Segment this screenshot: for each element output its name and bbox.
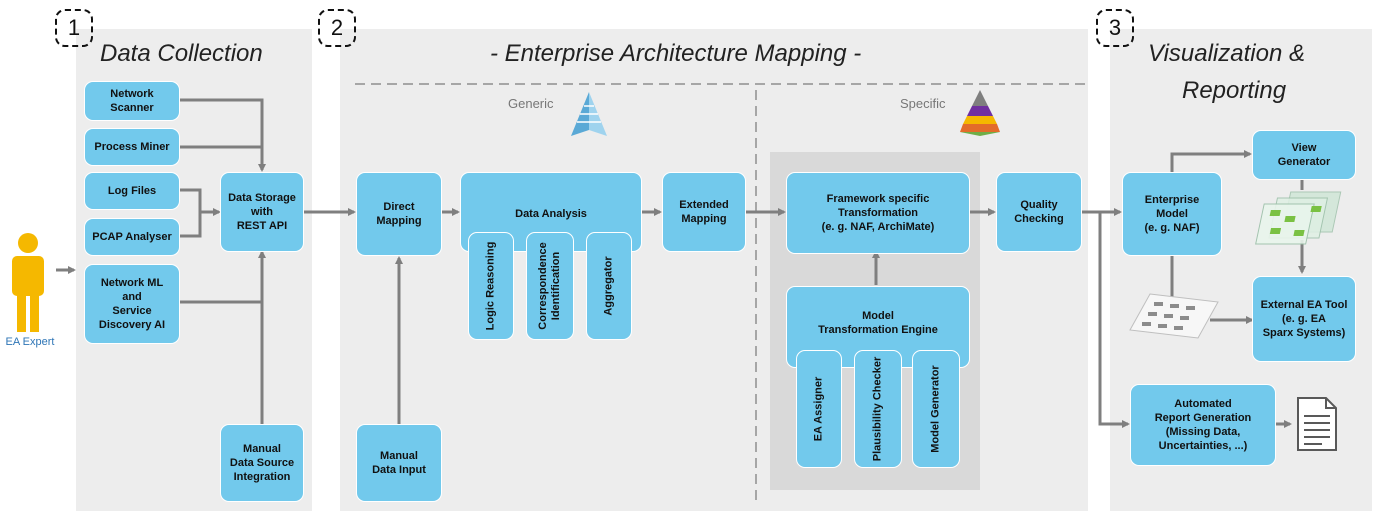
data-storage-box[interactable]: Data Storage with REST API [220,172,304,252]
external-ea-tool-box[interactable]: External EA Tool (e. g. EA Sparx Systems… [1252,276,1356,362]
specific-label: Specific [900,96,946,111]
network-ml-box[interactable]: Network ML and Service Discovery AI [84,264,180,344]
network-scanner-box[interactable]: Network Scanner [84,81,180,121]
person-icon [12,233,44,332]
framework-transformation-box[interactable]: Framework specific Transformation (e. g.… [786,172,970,254]
step-1-badge: 1 [55,9,93,47]
data-collection-title: Data Collection [100,40,263,67]
pyramid-specific-icon [960,90,1000,136]
logic-reasoning-box[interactable]: Logic Reasoning [468,232,514,340]
report-generation-box[interactable]: Automated Report Generation (Missing Dat… [1130,384,1276,466]
process-miner-box[interactable]: Process Miner [84,128,180,166]
aggregator-label: Aggregator [602,256,615,316]
model-generator-label: Model Generator [929,365,942,453]
model-generator-box[interactable]: Model Generator [912,350,960,468]
manual-data-input-box[interactable]: Manual Data Input [356,424,442,502]
diagram-sheet-icon [1129,293,1219,339]
visualization-title-line1: Visualization & [1148,40,1305,67]
generic-label: Generic [508,96,554,111]
step-3-badge: 3 [1096,9,1134,47]
pcap-analyser-box[interactable]: PCAP Analyser [84,218,180,256]
ea-mapping-title: - Enterprise Architecture Mapping - [490,40,862,67]
ea-expert-label: EA Expert [5,336,55,348]
ea-assigner-label: EA Assigner [812,376,825,442]
direct-mapping-box[interactable]: Direct Mapping [356,172,442,256]
plausibility-checker-box[interactable]: Plausibility Checker [854,350,902,468]
correspondence-box[interactable]: Correspondence Identification [526,232,574,340]
log-files-box[interactable]: Log Files [84,172,180,210]
view-stack-icon [1255,191,1342,245]
pyramid-generic-icon [571,92,607,136]
visualization-title-line2: Reporting [1182,77,1287,104]
logic-reasoning-label: Logic Reasoning [484,241,497,331]
aggregator-box[interactable]: Aggregator [586,232,632,340]
manual-data-source-box[interactable]: Manual Data Source Integration [220,424,304,502]
extended-mapping-box[interactable]: Extended Mapping [662,172,746,252]
document-icon [1297,397,1337,451]
quality-checking-box[interactable]: Quality Checking [996,172,1082,252]
view-generator-box[interactable]: View Generator [1252,130,1356,180]
step-2-badge: 2 [318,9,356,47]
correspondence-label: Correspondence Identification [537,242,562,330]
ea-assigner-box[interactable]: EA Assigner [796,350,842,468]
plausibility-checker-label: Plausibility Checker [871,356,884,462]
enterprise-model-box[interactable]: Enterprise Model (e. g. NAF) [1122,172,1222,256]
